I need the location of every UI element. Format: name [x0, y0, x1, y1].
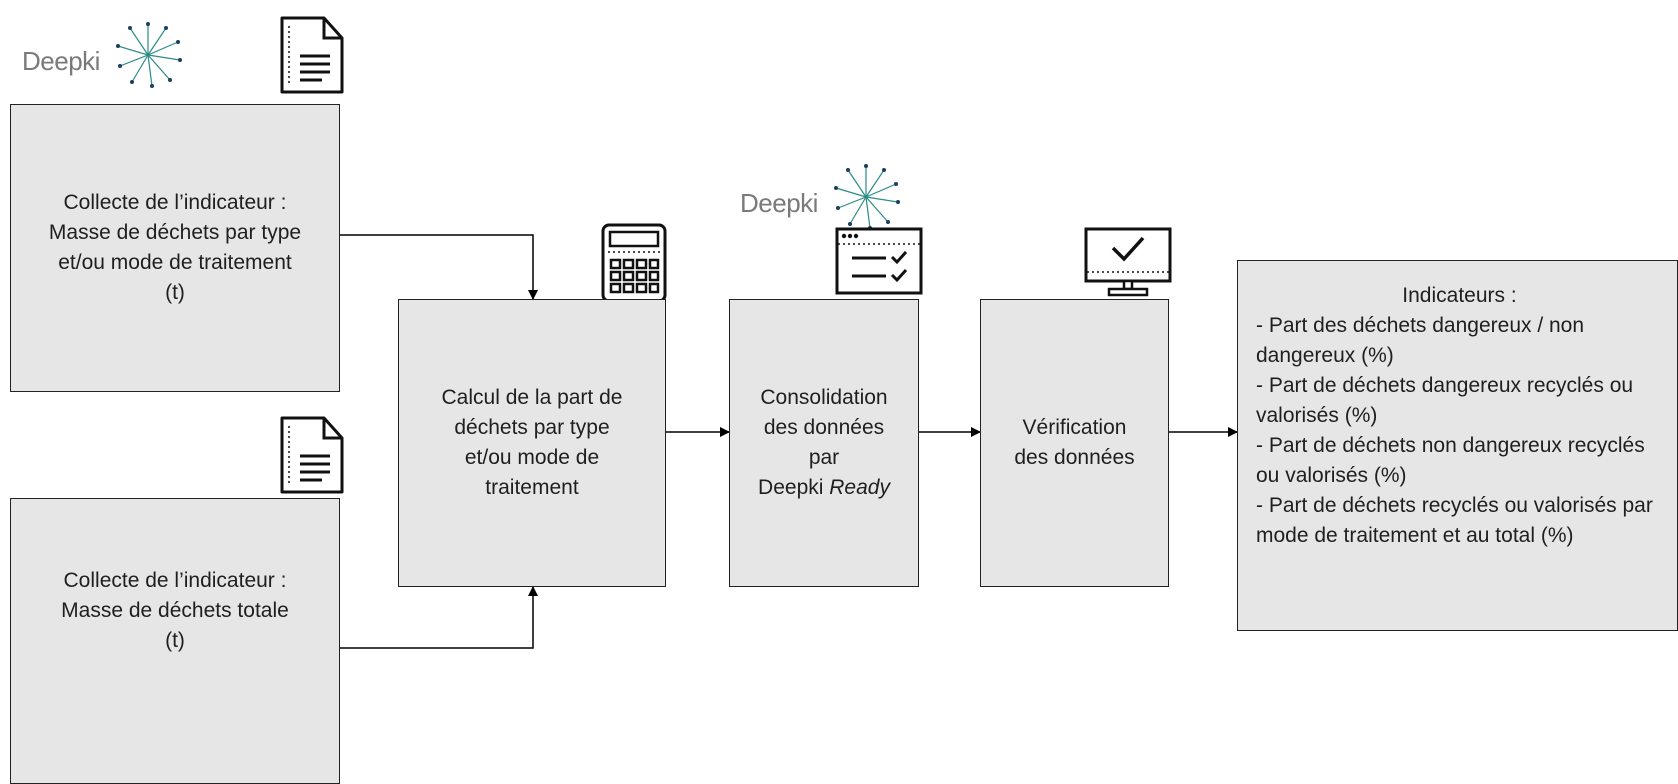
- box-text-line: (t): [165, 281, 185, 304]
- calcul-box: Calcul de la part de déchets par type et…: [398, 299, 666, 587]
- box-text-line: des données: [763, 416, 885, 439]
- indicateur-item: - Part de déchets non dangereux recyclés…: [1256, 434, 1645, 487]
- calculator-icon: [601, 223, 667, 303]
- collect-box-type: Collecte de l’indicateur : Masse de déch…: [10, 104, 340, 392]
- monitor-check-icon: [1084, 227, 1172, 297]
- deepki-logo-middle: Deepki: [738, 164, 900, 236]
- box-text-line: Consolidation: [760, 386, 888, 409]
- deepki-logo-text: Deepki: [740, 188, 818, 218]
- indicateurs-title-word: Indicateurs: [1402, 284, 1506, 307]
- box-text-line: Masse de déchets totale: [61, 599, 289, 622]
- indicateurs-box: Indicateurs : - Part des déchets dangere…: [1237, 260, 1678, 631]
- box-text-line: Calcul de la part de: [441, 386, 623, 409]
- verification-box: Vérification des données: [980, 299, 1169, 587]
- arrow-collect2-to-calcul: [340, 586, 538, 649]
- collect-box-total: Collecte de l’indicateur : Masse de déch…: [10, 498, 340, 784]
- box-text-line: par: [808, 446, 840, 469]
- arrow-collect1-to-calcul: [340, 234, 538, 300]
- box-text-line: (t): [165, 629, 185, 652]
- deepki-prefix: Deepki: [758, 476, 830, 499]
- indicateurs-title-colon: :: [1505, 284, 1517, 307]
- box-text-line: et/ou mode de traitement: [58, 251, 292, 274]
- ready-word: Ready: [829, 476, 890, 499]
- indicateur-item: - Part de déchets dangereux recyclés ou …: [1256, 374, 1634, 427]
- consolidation-box: Consolidation des données par Deepki Rea…: [729, 299, 919, 587]
- box-text-line: traitement: [485, 476, 579, 499]
- indicateur-item: - Part des déchets dangereux / non dange…: [1256, 314, 1585, 367]
- box-text-line: Masse de déchets par type: [48, 221, 302, 244]
- document-icon: [280, 16, 344, 94]
- starburst-icon: [834, 164, 900, 230]
- box-text-line: et/ou mode de: [464, 446, 600, 469]
- deepki-logo-text: Deepki: [22, 46, 100, 76]
- checklist-window-icon: [835, 227, 923, 295]
- document-icon: [280, 416, 344, 494]
- indicateur-item: - Part de déchets recyclés ou valorisés …: [1256, 494, 1653, 547]
- box-text-line: Collecte de l’indicateur :: [63, 569, 287, 592]
- starburst-icon: [116, 22, 182, 88]
- indicateurs-title: Indicateurs :: [1256, 281, 1663, 311]
- box-text-line: Collecte de l’indicateur :: [63, 191, 287, 214]
- box-text-line: des données: [1014, 446, 1135, 469]
- box-text-line: déchets par type: [454, 416, 610, 439]
- box-text-line-ready: Deepki Ready: [758, 473, 890, 503]
- deepki-logo-top: Deepki: [20, 20, 182, 90]
- box-text-line: Vérification: [1022, 416, 1127, 439]
